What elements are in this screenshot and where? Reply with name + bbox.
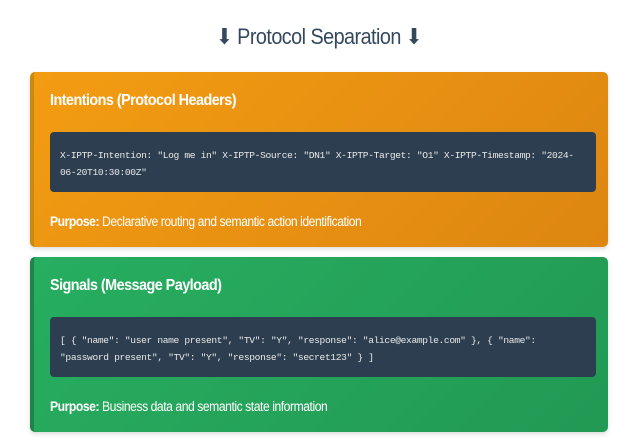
signals-heading: Signals (Message Payload) [50, 277, 222, 294]
purpose-text: Declarative routing and semantic action … [99, 214, 362, 229]
signals-card: Signals (Message Payload) [ { "name": "u… [30, 257, 608, 432]
section-title: ⬇ Protocol Separation ⬇ [216, 24, 422, 49]
purpose-label: Purpose: [50, 399, 100, 414]
intentions-card: Intentions (Protocol Headers) X-IPTP-Int… [30, 72, 608, 247]
intentions-heading: Intentions (Protocol Headers) [50, 92, 237, 109]
intentions-purpose: Purpose: Declarative routing and semanti… [50, 214, 362, 229]
intentions-code-block: X-IPTP-Intention: "Log me in" X-IPTP-Sou… [50, 132, 596, 192]
purpose-text: Business data and semantic state informa… [99, 399, 328, 414]
purpose-label: Purpose: [50, 214, 100, 229]
signals-purpose: Purpose: Business data and semantic stat… [50, 399, 328, 414]
signals-code-block: [ { "name": "user name present", "TV": "… [50, 317, 596, 377]
